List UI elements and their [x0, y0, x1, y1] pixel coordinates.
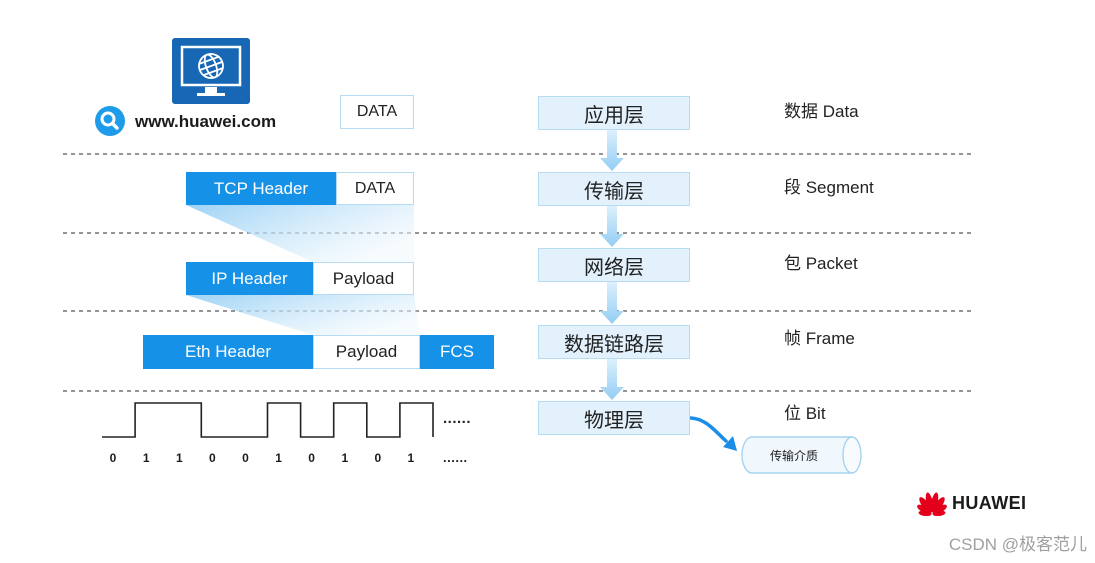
- waveform-ellipsis: ......: [443, 410, 472, 427]
- bit-label: 1: [407, 451, 415, 465]
- layer-arrow-down-icon: [600, 130, 624, 171]
- bit-label: 1: [175, 451, 183, 465]
- layer-box-physical: 物理层: [538, 401, 690, 435]
- layer-box-network: 网络层: [538, 248, 690, 282]
- unit-label-packet: 包 Packet: [784, 254, 858, 273]
- transmission-arrow-icon: [689, 416, 737, 451]
- fcs-box: FCS: [420, 335, 494, 369]
- encapsulation-shade: [186, 205, 414, 262]
- medium-label: 传输介质: [769, 449, 818, 463]
- bit-label: 0: [242, 451, 249, 465]
- bit-label: 0: [308, 451, 315, 465]
- transmission-medium-cylinder: [741, 436, 862, 474]
- huawei-petal-logo-icon: [917, 492, 947, 516]
- network-payload-box: Payload: [313, 262, 414, 295]
- unit-label-bit: 位 Bit: [784, 404, 826, 423]
- search-icon: [95, 106, 125, 136]
- bit-label: 0: [374, 451, 382, 465]
- signal-waveform: [102, 402, 434, 438]
- layer-arrow-down-icon: [600, 206, 624, 247]
- url-text: www.huawei.com: [135, 112, 277, 131]
- bit-label: 1: [275, 451, 282, 465]
- unit-label-data: 数据 Data: [784, 102, 859, 121]
- unit-label-frame: 帧 Frame: [784, 329, 855, 348]
- layer-box-data-link: 数据链路层: [538, 325, 690, 359]
- bit-label: 0: [209, 451, 216, 465]
- layer-arrow-down-icon: [600, 282, 624, 324]
- bit-label: 1: [142, 451, 150, 465]
- encapsulation-shade: [186, 295, 420, 335]
- transport-data-box: DATA: [336, 172, 414, 205]
- watermark: CSDN @极客范儿: [948, 535, 1087, 554]
- data-link-payload-box: Payload: [313, 335, 420, 369]
- unit-label-segment: 段 Segment: [784, 178, 874, 197]
- bits-ellipsis: ......: [443, 450, 468, 465]
- ip-header-box: IP Header: [186, 262, 313, 295]
- eth-header-box: Eth Header: [143, 335, 313, 369]
- application-data-box: DATA: [340, 95, 414, 129]
- layer-box-transport: 传输层: [538, 172, 690, 206]
- bit-label: 1: [341, 451, 349, 465]
- tcp-header-box: TCP Header: [186, 172, 336, 205]
- layer-arrow-down-icon: [600, 359, 624, 400]
- monitor-globe-icon: [172, 38, 250, 104]
- brand-name: HUAWEI: [952, 493, 1027, 513]
- layer-box-application: 应用层: [538, 96, 690, 130]
- bit-label: 0: [109, 451, 117, 465]
